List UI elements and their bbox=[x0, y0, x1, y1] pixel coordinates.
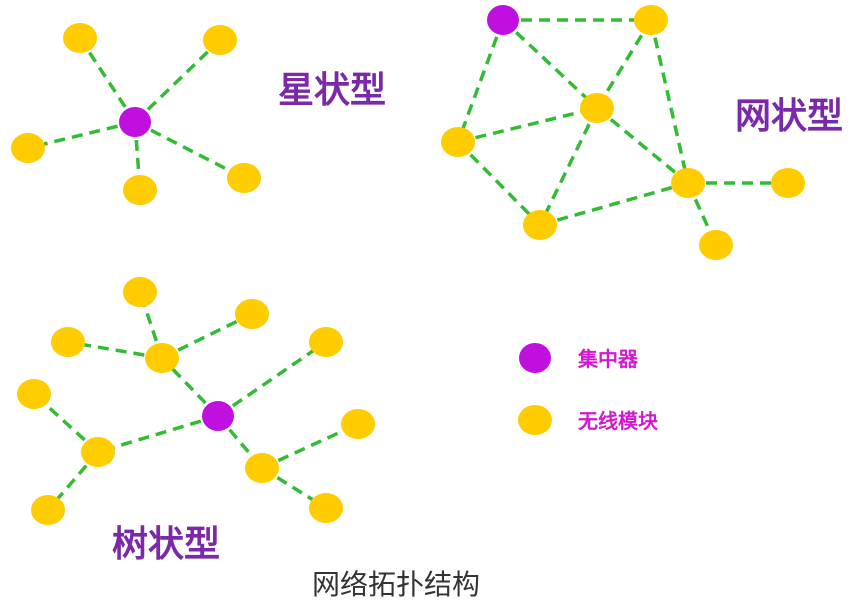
tree-edge bbox=[97, 414, 219, 454]
mesh-module-node bbox=[699, 230, 733, 260]
tree-module-node bbox=[245, 453, 279, 483]
mesh-edge bbox=[538, 107, 599, 226]
tree-edge bbox=[217, 340, 327, 418]
tree-module-node bbox=[341, 409, 375, 439]
star-module-node bbox=[123, 175, 157, 205]
mesh-title: 网状型 bbox=[735, 96, 843, 137]
tree-module-node bbox=[123, 277, 157, 307]
star-module-node bbox=[11, 133, 45, 163]
mesh-module-node bbox=[634, 5, 668, 35]
mesh-edge bbox=[539, 181, 689, 227]
mesh-module-node bbox=[671, 168, 705, 198]
mesh-module-node bbox=[580, 93, 614, 123]
mesh-edge bbox=[501, 18, 599, 110]
mesh-edge bbox=[456, 19, 505, 143]
mesh-edge bbox=[456, 140, 542, 227]
star-title: 星状型 bbox=[278, 70, 386, 111]
mesh-edge bbox=[649, 19, 690, 184]
legend-module-marker bbox=[518, 405, 552, 435]
tree-module-node bbox=[235, 299, 269, 329]
tree-edge bbox=[32, 392, 100, 454]
tree-module-node bbox=[145, 343, 179, 373]
legend: 集中器 无线模块 bbox=[518, 343, 659, 435]
tree-title: 树状型 bbox=[112, 524, 220, 565]
star-module-node bbox=[203, 25, 237, 55]
tree-module-node bbox=[309, 493, 343, 523]
mesh-topology: 网状型 bbox=[441, 5, 843, 260]
star-module-node bbox=[227, 163, 261, 193]
tree-module-node bbox=[31, 495, 65, 525]
star-edge bbox=[27, 120, 136, 150]
diagram-caption: 网络拓扑结构 bbox=[312, 568, 480, 601]
star-edge bbox=[133, 38, 222, 124]
mesh-module-node bbox=[771, 168, 805, 198]
mesh-edge bbox=[595, 19, 653, 109]
legend-hub-label: 集中器 bbox=[577, 347, 639, 371]
mesh-edge bbox=[595, 106, 690, 185]
legend-hub-marker bbox=[519, 343, 551, 373]
mesh-hub-node bbox=[487, 5, 519, 35]
tree-module-node bbox=[51, 327, 85, 357]
star-hub-node bbox=[119, 107, 151, 137]
tree-module-node bbox=[81, 437, 115, 467]
star-module-node bbox=[63, 23, 97, 53]
tree-module-node bbox=[309, 327, 343, 357]
mesh-module-node bbox=[441, 127, 475, 157]
star-edge bbox=[134, 120, 245, 180]
tree-module-node bbox=[17, 379, 51, 409]
mesh-edge bbox=[457, 106, 598, 144]
star-topology: 星状型 bbox=[11, 23, 386, 205]
mesh-module-node bbox=[523, 210, 557, 240]
tree-topology: 树状型 bbox=[17, 277, 375, 565]
tree-hub-node bbox=[202, 401, 234, 431]
tree-edge bbox=[160, 356, 220, 418]
legend-module-label: 无线模块 bbox=[578, 409, 659, 433]
